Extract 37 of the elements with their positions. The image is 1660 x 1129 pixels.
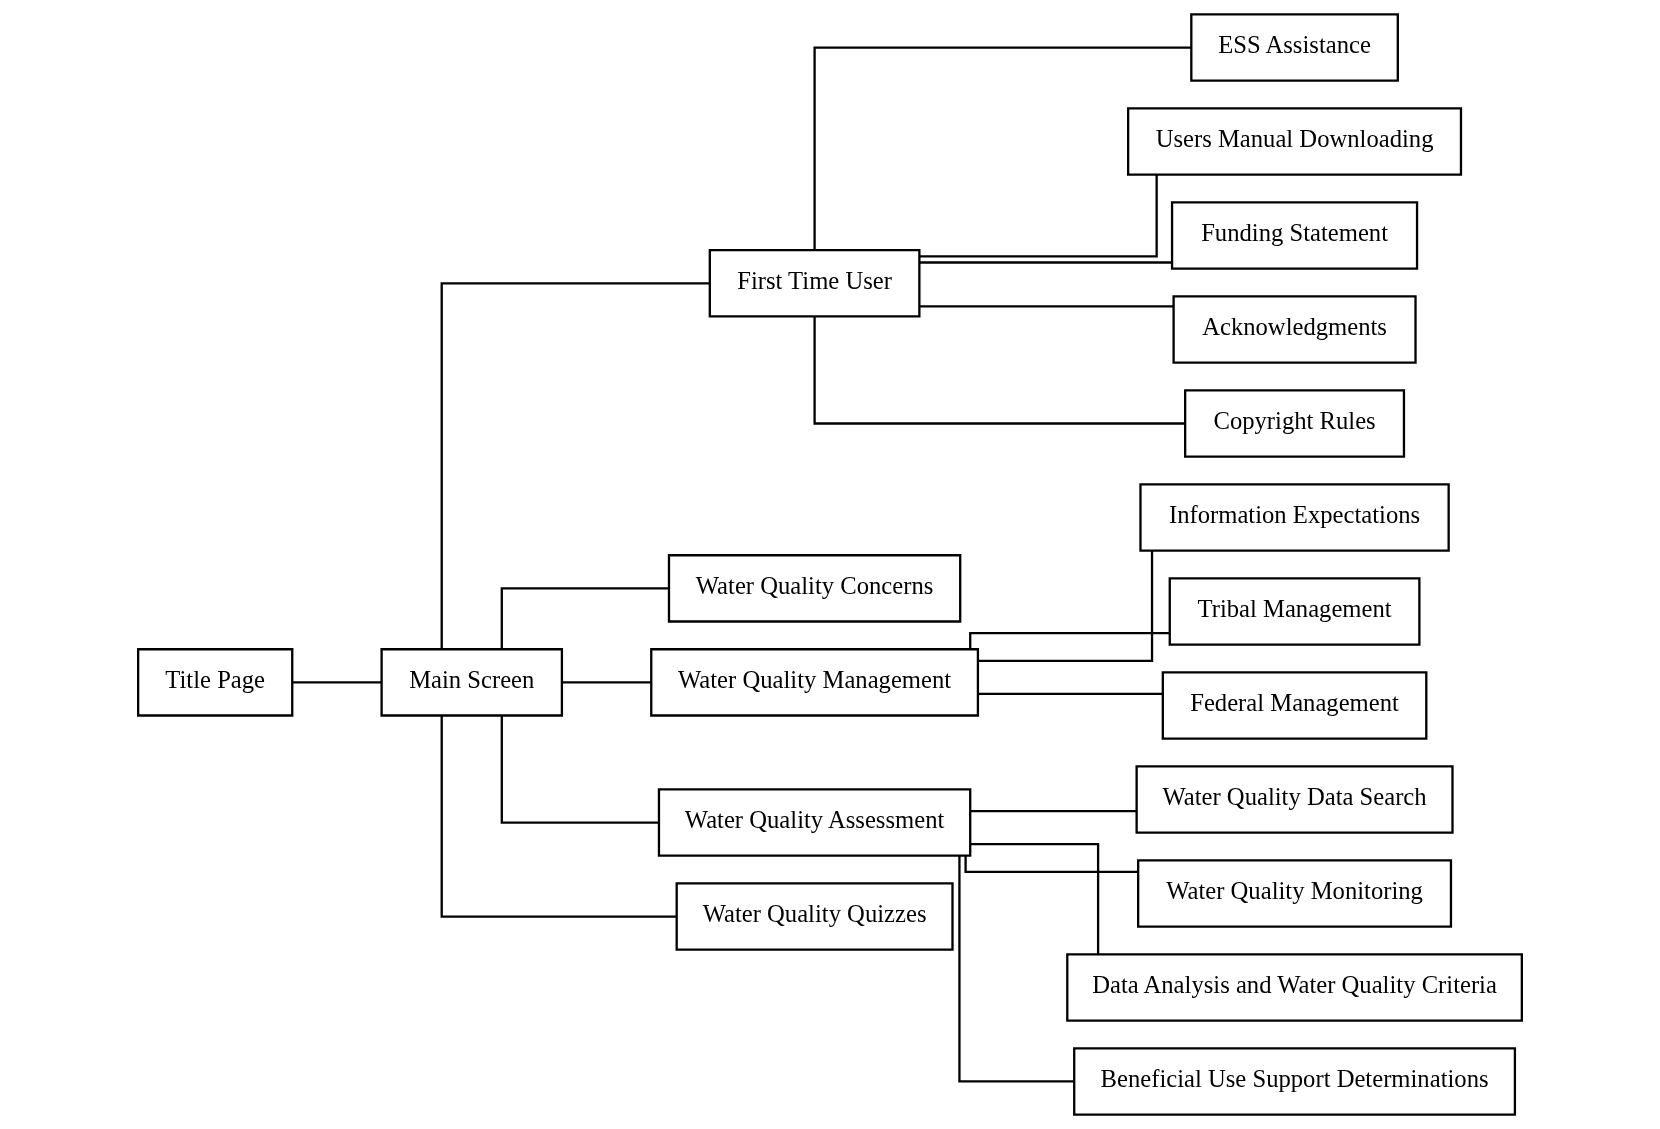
node-box: Information Expectations	[1139, 483, 1450, 552]
connector	[969, 631, 1170, 650]
connector	[958, 855, 1074, 1083]
connector	[813, 46, 1191, 250]
node-box: Users Manual Downloading	[1127, 107, 1463, 176]
node-box: Tribal Management	[1168, 577, 1421, 646]
connector	[440, 282, 710, 650]
connector	[500, 715, 659, 824]
node-box: Copyright Rules	[1184, 389, 1406, 458]
node-box: Acknowledgments	[1172, 295, 1417, 364]
connector	[978, 550, 1154, 662]
connector	[964, 855, 1138, 874]
node-box: Water Quality Quizzes	[675, 882, 954, 951]
connector	[292, 681, 382, 684]
connector	[500, 587, 669, 649]
node-box: Federal Management	[1161, 671, 1428, 740]
connector	[919, 261, 1172, 264]
connector	[562, 681, 652, 684]
node-box: Water Quality Data Search	[1135, 765, 1454, 834]
node-box: Water Quality Concerns	[667, 554, 962, 623]
node-box: Data Analysis and Water Quality Criteria	[1066, 953, 1523, 1022]
node-box: ESS Assistance	[1190, 13, 1399, 82]
node-box: Water Quality Assessment	[657, 788, 972, 857]
connector	[919, 174, 1158, 258]
node-box: Funding Statement	[1170, 201, 1419, 270]
connector	[970, 809, 1137, 813]
node-box: First Time User	[708, 249, 921, 318]
connector	[970, 843, 1100, 955]
connector	[440, 715, 677, 918]
connector	[919, 305, 1174, 308]
node-box: Title Page	[137, 648, 294, 717]
connector	[978, 692, 1163, 696]
connector	[813, 316, 1186, 425]
node-box: Water Quality Management	[650, 648, 980, 717]
node-box: Main Screen	[380, 648, 564, 717]
node-box: Water Quality Monitoring	[1137, 859, 1453, 928]
node-box: Beneficial Use Support Determinations	[1073, 1047, 1517, 1116]
